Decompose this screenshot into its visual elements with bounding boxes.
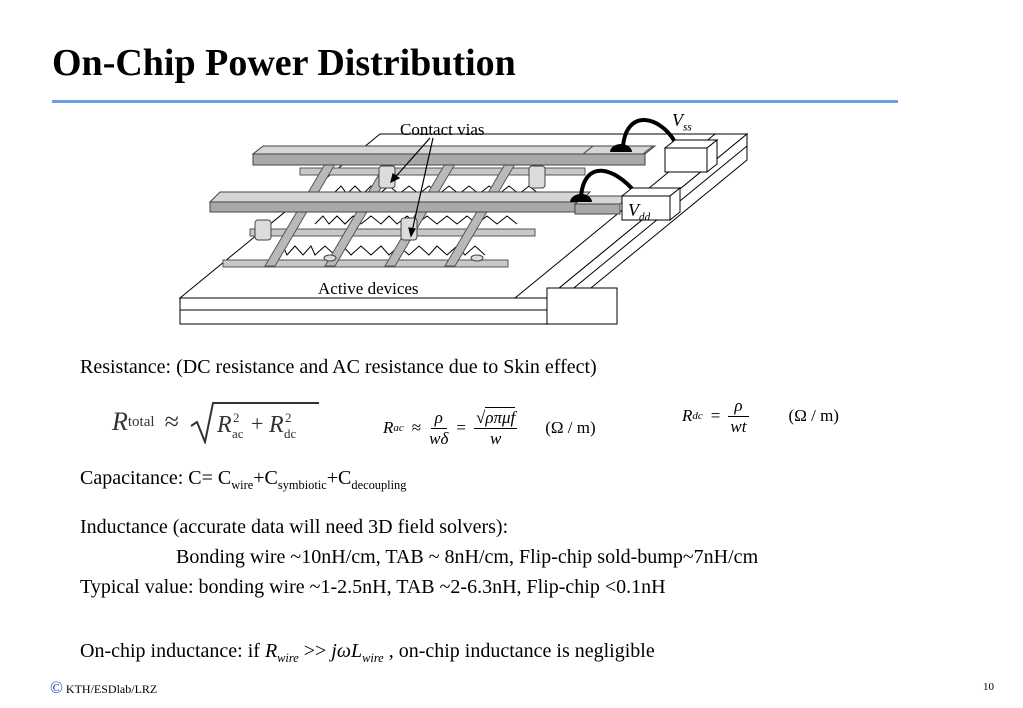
svg-text:dc: dc [284,426,297,441]
page-number: 10 [983,681,994,693]
bonding-wire-vdd [579,168,637,197]
title-underline [52,100,898,103]
rtotal-sqrt: R 2 ac + R 2 dc [190,402,319,444]
onchip-inductance-line: On-chip inductance: if Rwire >> jωLwire … [80,640,655,665]
svg-text:2: 2 [233,410,240,425]
lower-rail-2 [249,228,536,237]
rac-fraction-1: ρ wδ [429,407,449,448]
power-grid-diagram [178,118,749,326]
vss-box [664,147,708,173]
svg-text:R: R [268,412,284,438]
svg-text:2: 2 [285,410,292,425]
svg-text:ac: ac [232,426,244,441]
vdd-label: Vdd [628,200,651,224]
package-box [546,287,618,325]
svg-text:+: + [251,411,263,436]
resistance-heading: Resistance: (DC resistance and AC resist… [80,356,597,378]
capacitance-line: Capacitance: C= Cwire+Csymbiotic+Cdecoup… [80,467,407,492]
bonding-wire-vss [621,118,677,147]
upper-rail-vdd [208,191,592,203]
footer-copyright: © KTH/ESDlab/LRZ [50,678,158,697]
slide-title: On-Chip Power Distribution [52,42,516,84]
vss-label: Vss [672,110,692,134]
contact-vias-label: Contact vias [400,120,485,139]
substrate-front-1 [179,297,548,311]
copyright-icon: © [50,678,63,697]
svg-text:R: R [216,412,232,438]
bond-ball-vdd [570,194,592,202]
inductance-values: Bonding wire ~10nH/cm, TAB ~ 8nH/cm, Fli… [176,546,759,568]
active-devices-label: Active devices [318,279,419,298]
lower-rail-1 [222,259,509,268]
typical-values: Typical value: bonding wire ~1-2.5nH, TA… [80,576,666,598]
inductance-heading: Inductance (accurate data will need 3D f… [80,516,509,538]
rac-fraction-2: √ρπμf w [473,406,518,448]
via-1 [254,219,272,241]
rdc-fraction: ρ wt [728,396,749,437]
bond-ball-vss [610,144,632,152]
substrate-front-2 [179,309,548,325]
via-4 [528,165,546,189]
